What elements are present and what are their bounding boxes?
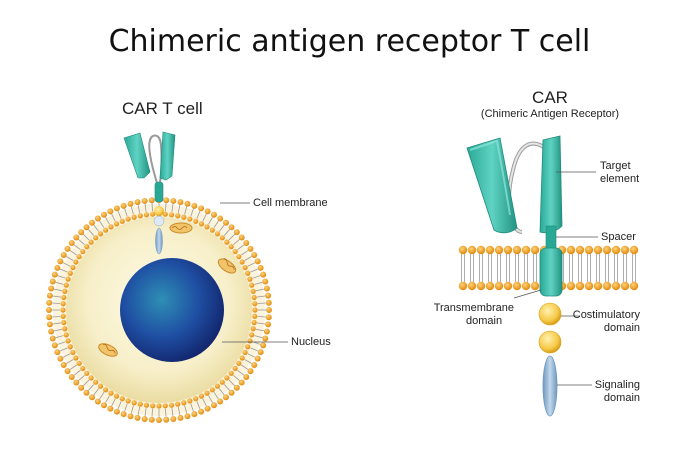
costimulatory-domain-ball [538, 302, 562, 326]
mitochondrion-icon [169, 222, 193, 234]
spacer-label: Spacer [601, 231, 636, 243]
signaling-domain-shape [542, 355, 558, 417]
car-subheading: (Chimeric Antigen Receptor) [480, 108, 620, 120]
spacer-stalk [545, 225, 557, 251]
costimulatory-domain-ball [538, 330, 562, 354]
page-title: Chimeric antigen receptor T cell [108, 24, 591, 59]
signaling-label-line2: domain [603, 392, 640, 404]
mitochondrion-icon [217, 258, 237, 274]
car-receptor-small [123, 131, 176, 255]
car-detail [458, 135, 639, 417]
transmembrane-domain-shape [539, 247, 563, 297]
cell-membrane-label: Cell membrane [253, 197, 328, 209]
transmembrane-label-line1: Transmembrane [433, 302, 514, 314]
nucleus-label: Nucleus [291, 336, 331, 348]
costimulatory-label-line2: domain [603, 322, 640, 334]
car-heading: CAR [532, 88, 568, 107]
target-element-right [539, 135, 563, 234]
signaling-label-line1: Signaling [594, 379, 640, 391]
transmembrane-leader [513, 289, 542, 299]
target-element-label-line1: Target [600, 160, 631, 172]
car-t-cell [46, 131, 288, 423]
nucleus-shape [120, 258, 224, 362]
transmembrane-label-line2: domain [466, 315, 503, 327]
target-element-label-line2: element [600, 173, 640, 185]
car-t-cell-heading: CAR T cell [122, 99, 203, 118]
costimulatory-label-line1: Costimulatory [572, 309, 640, 321]
mitochondrion-icon [98, 343, 118, 357]
target-element-left [466, 137, 518, 234]
